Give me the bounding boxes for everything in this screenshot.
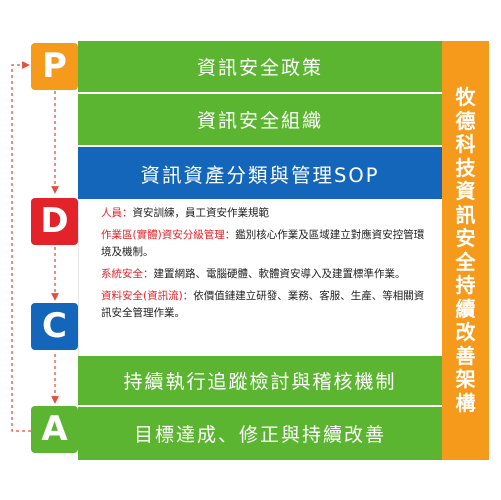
side-char: 技 [455, 155, 476, 180]
detail-key: 人員： [101, 207, 133, 219]
band-policy: 資訊安全政策 [78, 41, 442, 94]
detail-personnel: 人員：資安訓練，員工資安作業規範 [101, 205, 432, 222]
side-char: 持 [455, 273, 476, 297]
detail-key: 作業區(實體)資安分級管理： [101, 229, 236, 241]
side-char: 安 [455, 226, 476, 250]
detail-key: 資料安全(資訊流)： [101, 290, 194, 302]
side-char: 架 [455, 367, 476, 391]
band-goal-correction: 目標達成、修正與持續改善 [78, 407, 442, 460]
side-char: 科 [455, 132, 476, 156]
arrow-a-to-p [11, 61, 31, 432]
phase-d-badge: D [31, 198, 78, 245]
side-char: 全 [455, 249, 476, 274]
side-char: 續 [455, 296, 476, 321]
detail-data-security: 資料安全(資訊流)：依價值鏈建立研發、業務、客服、生產、等相關資訊安全管理作業。 [101, 288, 432, 322]
side-char: 德 [455, 108, 476, 133]
detail-key: 系統安全： [101, 268, 154, 280]
detail-system-security: 系統安全：建置網路、電腦硬體、軟體資安導入及建置標準作業。 [101, 266, 432, 283]
detail-physical-zone: 作業區(實體)資安分級管理：鑑別核心作業及區域建立對應資安控管環境及機制。 [101, 227, 432, 261]
detail-text: 資安訓練，員工資安作業規範 [132, 207, 270, 219]
side-title-column: 牧 德 科 技 資 訊 安 全 持 續 改 善 架 構 [442, 41, 489, 460]
side-char: 資 [455, 179, 476, 203]
band-asset-sop: 資訊資產分類與管理SOP [78, 147, 442, 199]
side-char: 善 [455, 343, 476, 368]
band-continuous-review: 持續執行追蹤檢討與稽核機制 [78, 356, 442, 407]
detail-text: 建置網路、電腦硬體、軟體資安導入及建置標準作業。 [153, 268, 406, 280]
band-organization: 資訊安全組織 [78, 94, 442, 147]
side-char: 改 [455, 320, 476, 344]
phase-p-badge: P [31, 43, 78, 90]
detail-text: 鑑別核心作業及區域建立對應資安控管環境及機制。 [101, 229, 425, 258]
detail-text: 依價值鏈建立研發、業務、客服、生產、等相關資訊安全管理作業。 [101, 290, 425, 319]
implementation-details: 人員：資安訓練，員工資安作業規範 作業區(實體)資安分級管理：鑑別核心作業及區域… [78, 199, 442, 356]
side-char: 牧 [455, 85, 476, 109]
phase-a-badge: A [31, 406, 78, 453]
side-char: 訊 [455, 202, 476, 227]
side-char: 構 [455, 390, 476, 415]
phase-c-badge: C [31, 303, 78, 350]
